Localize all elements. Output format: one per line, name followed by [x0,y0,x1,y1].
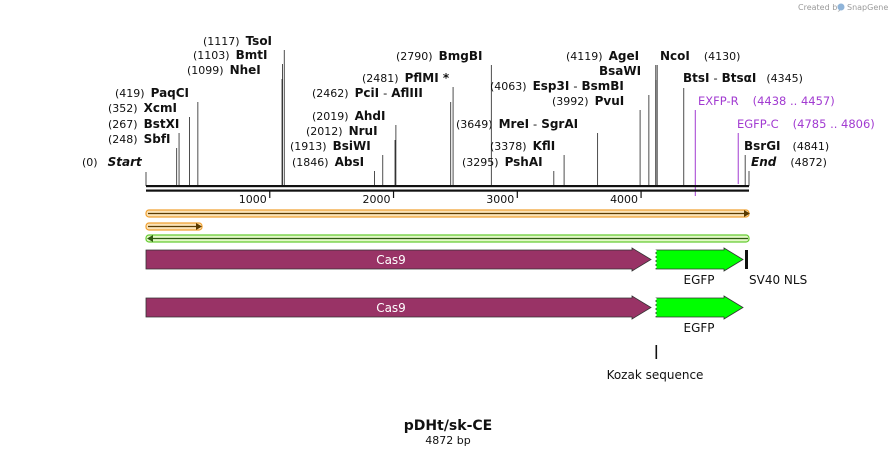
site-nhei[interactable]: (1099)NheI [187,63,261,77]
restriction-site-lines [145,50,750,196]
kozak-feature[interactable]: Kozak sequence [607,345,704,382]
credit-prefix: Created by [798,3,842,12]
primer-exfp-r[interactable]: EXFP-R(4438 .. 4457) [698,94,835,108]
sv40-nls-feature[interactable] [745,250,748,269]
site-end[interactable]: End(4872) [751,155,827,169]
site-bmgbi[interactable]: (2790)BmgBI [396,49,482,63]
ruler-ticks: 1000 2000 3000 4000 [239,191,642,206]
site-agei[interactable]: (4119)AgeI [566,49,639,63]
site-tsoi[interactable]: (1117)TsoI [203,34,272,48]
kozak-label: Kozak sequence [607,368,704,382]
site-absi[interactable]: (1846)AbsI [292,155,364,169]
plasmid-length: 4872 bp [425,434,470,447]
feature-row-2: Cas9 EGFP [145,295,744,335]
sv40-nls-label: SV40 NLS [749,273,807,287]
site-ahdi[interactable]: (2019)AhdI [312,109,385,123]
cas9-feature[interactable] [145,247,652,272]
primer-egfp-c[interactable]: EGFP-C(4785 .. 4806) [737,117,875,131]
credit-brand: SnapGene [847,3,888,12]
site-pshai[interactable]: (3295)PshAI [462,155,543,169]
site-sbfi[interactable]: (248)SbfI [108,132,171,146]
site-pcii-aflIII[interactable]: (2462)PciI-AflIII [312,86,423,100]
cas9-label-2: Cas9 [376,301,406,315]
site-paqci[interactable]: (419)PaqCI [115,86,189,100]
ruler-tick-label: 4000 [610,193,638,206]
site-bstxi[interactable]: (267)BstXI [108,117,179,131]
site-btsi-btsai[interactable]: BtsI-BtsαI(4345) [683,71,803,85]
plasmid-title: pDHt/sk-CE [404,418,492,434]
site-mrei-sgrai[interactable]: (3649)MreI-SgrAI [456,117,578,131]
feature-row-1: Cas9 EGFP SV40 NLS [145,247,807,287]
strand-arrows [145,209,750,243]
ruler-tick-label: 1000 [239,193,267,206]
site-pvui[interactable]: (3992)PvuI [552,94,624,108]
site-start[interactable]: (0)Start [82,155,143,169]
egfp-label-2: EGFP [683,321,714,335]
sequence-backbone [146,185,749,192]
ruler-tick-label: 3000 [486,193,514,206]
site-bsrgi[interactable]: BsrGI(4841) [744,139,829,153]
egfp-feature-2[interactable] [655,295,744,320]
cas9-label: Cas9 [376,253,406,267]
site-xcmi[interactable]: (352)XcmI [108,101,177,115]
site-kfli[interactable]: (3378)KflI [490,139,555,153]
site-bsiwi[interactable]: (1913)BsiWI [290,139,371,153]
site-pflmi[interactable]: (2481)PflMI * [362,71,450,85]
site-esp3i-bsmbi[interactable]: (4063)Esp3I-BsmBI [490,79,624,93]
restriction-site-labels-right: BsaWI NcoI(4130) BtsI-BtsαI(4345) BsrGI(… [599,49,829,169]
restriction-site-labels: (0)Start (248)SbfI (267)BstXI (352)XcmI … [82,34,639,169]
site-nrui[interactable]: (2012)NruI [306,124,378,138]
ruler-tick-label: 2000 [363,193,391,206]
primer-labels: EXFP-R(4438 .. 4457) EGFP-C(4785 .. 4806… [698,94,875,131]
cas9-feature-2[interactable] [145,295,652,320]
egfp-feature[interactable] [655,247,744,272]
egfp-label: EGFP [683,273,714,287]
site-ncoi[interactable]: NcoI(4130) [660,49,740,63]
site-bmti[interactable]: (1103)BmtI [193,48,267,62]
site-bsawi[interactable]: BsaWI [599,64,641,78]
snapgene-logo [837,3,845,11]
